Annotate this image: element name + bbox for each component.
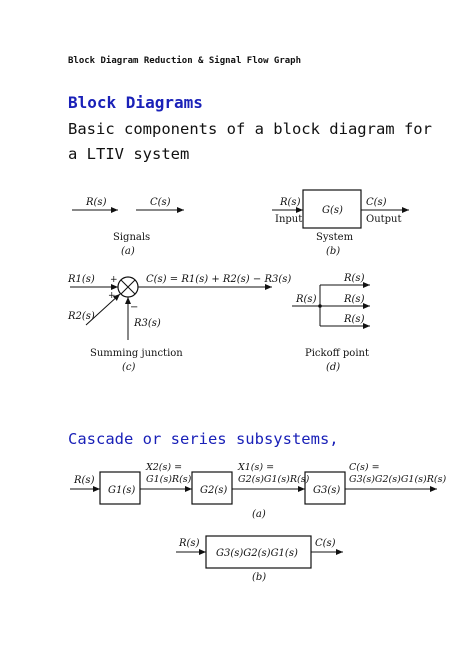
system-caption: System — [316, 232, 354, 243]
system-r-label: R(s) — [279, 197, 301, 208]
equivalent-c-label: C(s) — [315, 538, 336, 549]
signal-r-label: R(s) — [85, 197, 107, 208]
cascade-g3-label: G3(s) — [313, 485, 340, 496]
cascade-c-label-line2: G3(s)G2(s)G1(s)R(s) — [349, 474, 446, 485]
system-tag: (b) — [326, 246, 340, 257]
summing-r2-label: R2(s) — [67, 311, 95, 322]
pickoff-tag: (d) — [326, 362, 340, 373]
cascade-block-g1 — [99, 471, 141, 505]
pickoff-diagram: R(s) R(s) R(s) R(s) Pickoff point (d) — [292, 273, 370, 373]
pickoff-out1-label: R(s) — [343, 273, 365, 284]
cascade-g1-label: G1(s) — [108, 485, 135, 496]
signals-diagram: R(s) C(s) Signals (a) — [72, 197, 184, 257]
summing-plus1-sign: + — [110, 275, 118, 285]
signal-c-label: C(s) — [150, 197, 171, 208]
equivalent-block-label: G3(s)G2(s)G1(s) — [216, 548, 298, 559]
system-input-label: Input — [275, 214, 302, 225]
signals-caption: Signals — [113, 232, 150, 243]
document-header: Block Diagram Reduction & Signal Flow Gr… — [68, 56, 301, 66]
cascade-x1-label-line1: X1(s) = — [237, 462, 274, 473]
section-heading-block-diagrams: Block Diagrams — [68, 93, 203, 112]
cascade-g2-label: G2(s) — [200, 485, 227, 496]
summing-tag: (c) — [122, 362, 136, 373]
system-block — [302, 189, 362, 229]
cascade-x1-label-line2: G2(s)G1(s)R(s) — [238, 474, 310, 485]
pickoff-out3-label: R(s) — [343, 314, 365, 325]
pickoff-input-label: R(s) — [295, 294, 317, 305]
cascade-diagram-b: R(s) C(s) G3(s)G2(s)G1(s) (b) — [176, 535, 343, 583]
pickoff-caption: Pickoff point — [305, 348, 369, 359]
system-block-label: G(s) — [322, 205, 343, 216]
summing-r1-label: R1(s) — [67, 274, 95, 285]
summing-minus-sign: − — [130, 302, 138, 313]
cascade-diagram-a: R(s) G1(s) G2(s) G3(s) X2(s) = G1(s)R(s)… — [70, 462, 446, 520]
signals-tag: (a) — [121, 246, 135, 257]
intro-paragraph: Basic components of a block diagram for … — [68, 120, 432, 163]
summing-equation: C(s) = R1(s) + R2(s) − R3(s) — [146, 274, 291, 285]
cascade-x2-label-line2: G1(s)R(s) — [146, 474, 192, 485]
pickoff-out2-label: R(s) — [343, 294, 365, 305]
summing-plus2-sign: + — [108, 291, 116, 301]
equivalent-r-label: R(s) — [178, 538, 200, 549]
cascade-x2-label-line1: X2(s) = — [145, 462, 182, 473]
cascade-c-label-line1: C(s) = — [349, 462, 380, 473]
system-c-label: C(s) — [366, 197, 387, 208]
cascade-tag-b: (b) — [252, 572, 266, 583]
cascade-block-g3 — [304, 471, 346, 505]
cascade-r-label: R(s) — [73, 475, 95, 486]
system-output-label: Output — [366, 214, 402, 225]
system-diagram: R(s) G(s) C(s) Input Output System (b) — [272, 189, 409, 257]
cascade-tag-a: (a) — [252, 509, 266, 520]
summing-caption: Summing junction — [90, 348, 183, 359]
section-heading-cascade: Cascade or series subsystems, — [68, 430, 339, 448]
summing-r3-label: R3(s) — [133, 318, 161, 329]
summing-r2-arrow — [85, 293, 121, 326]
cascade-block-g2 — [191, 471, 233, 505]
summing-junction-diagram: R1(s) R2(s) R3(s) + + − C(s) = R1(s) + R… — [67, 274, 291, 373]
